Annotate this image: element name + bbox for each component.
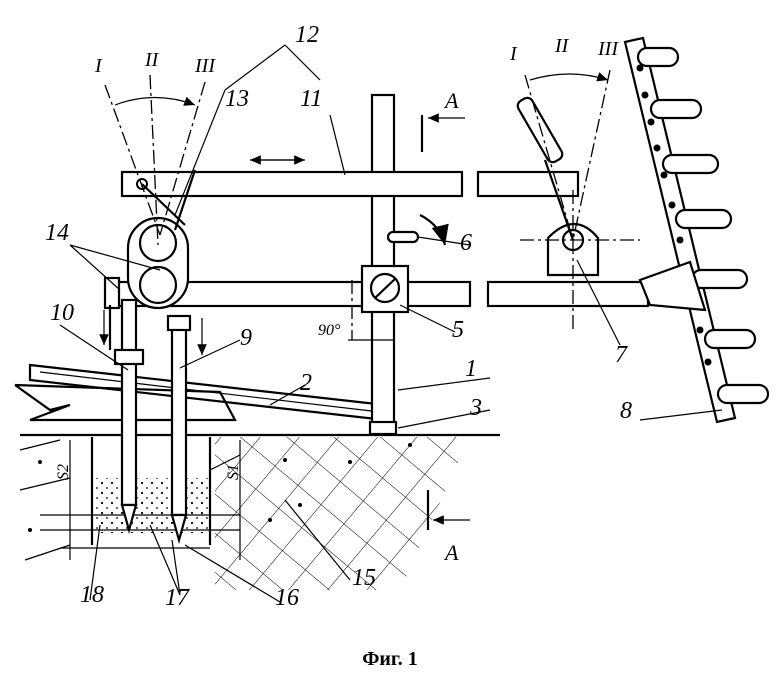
- dimension-s1: S1: [225, 464, 242, 480]
- pin-6: [388, 232, 418, 242]
- bar-12: [122, 172, 462, 196]
- position-right-III: III: [597, 38, 619, 60]
- handle-7: [516, 96, 565, 165]
- label-3: 3: [469, 395, 482, 421]
- label-15: 15: [352, 565, 376, 591]
- label-7: 7: [615, 342, 628, 368]
- tine-11: [122, 300, 136, 505]
- skid-3: [370, 422, 396, 434]
- label-14: 14: [45, 220, 69, 246]
- groove-fill: [92, 478, 210, 533]
- label-2: 2: [300, 370, 312, 396]
- angle-label: 90°: [318, 322, 341, 339]
- patent-drawing: 12 13 11 14 10 9 2 1 3 5 6 7 8 15 16 17 …: [0, 0, 780, 640]
- tine-10: [172, 320, 186, 515]
- label-12: 11: [300, 86, 322, 112]
- label-10: 9: [240, 325, 252, 351]
- label-5: 5: [452, 317, 464, 343]
- label-18: 18: [80, 582, 104, 608]
- position-left-I: I: [94, 55, 103, 77]
- position-right-I: I: [509, 43, 518, 65]
- label-17: 17: [165, 585, 190, 611]
- harrow-8: [625, 38, 735, 422]
- dimension-s2: S2: [55, 464, 72, 480]
- label-8: 8: [620, 398, 632, 424]
- label-1: 1: [465, 356, 477, 382]
- label-11: 10: [50, 300, 74, 326]
- figure-caption: Фиг. 1: [0, 648, 780, 671]
- post-1: [372, 95, 394, 425]
- section-label-top: А: [443, 88, 459, 113]
- section-label-bottom: А: [443, 540, 459, 565]
- soil-crosshatch: [215, 437, 470, 590]
- label-16: 16: [275, 585, 299, 611]
- label-6: 6: [460, 230, 472, 256]
- position-left-III: III: [194, 55, 216, 77]
- position-right-II: II: [554, 35, 570, 57]
- position-left-II: II: [144, 49, 160, 71]
- label-9: 12: [295, 22, 319, 48]
- label-13: 13: [225, 86, 249, 112]
